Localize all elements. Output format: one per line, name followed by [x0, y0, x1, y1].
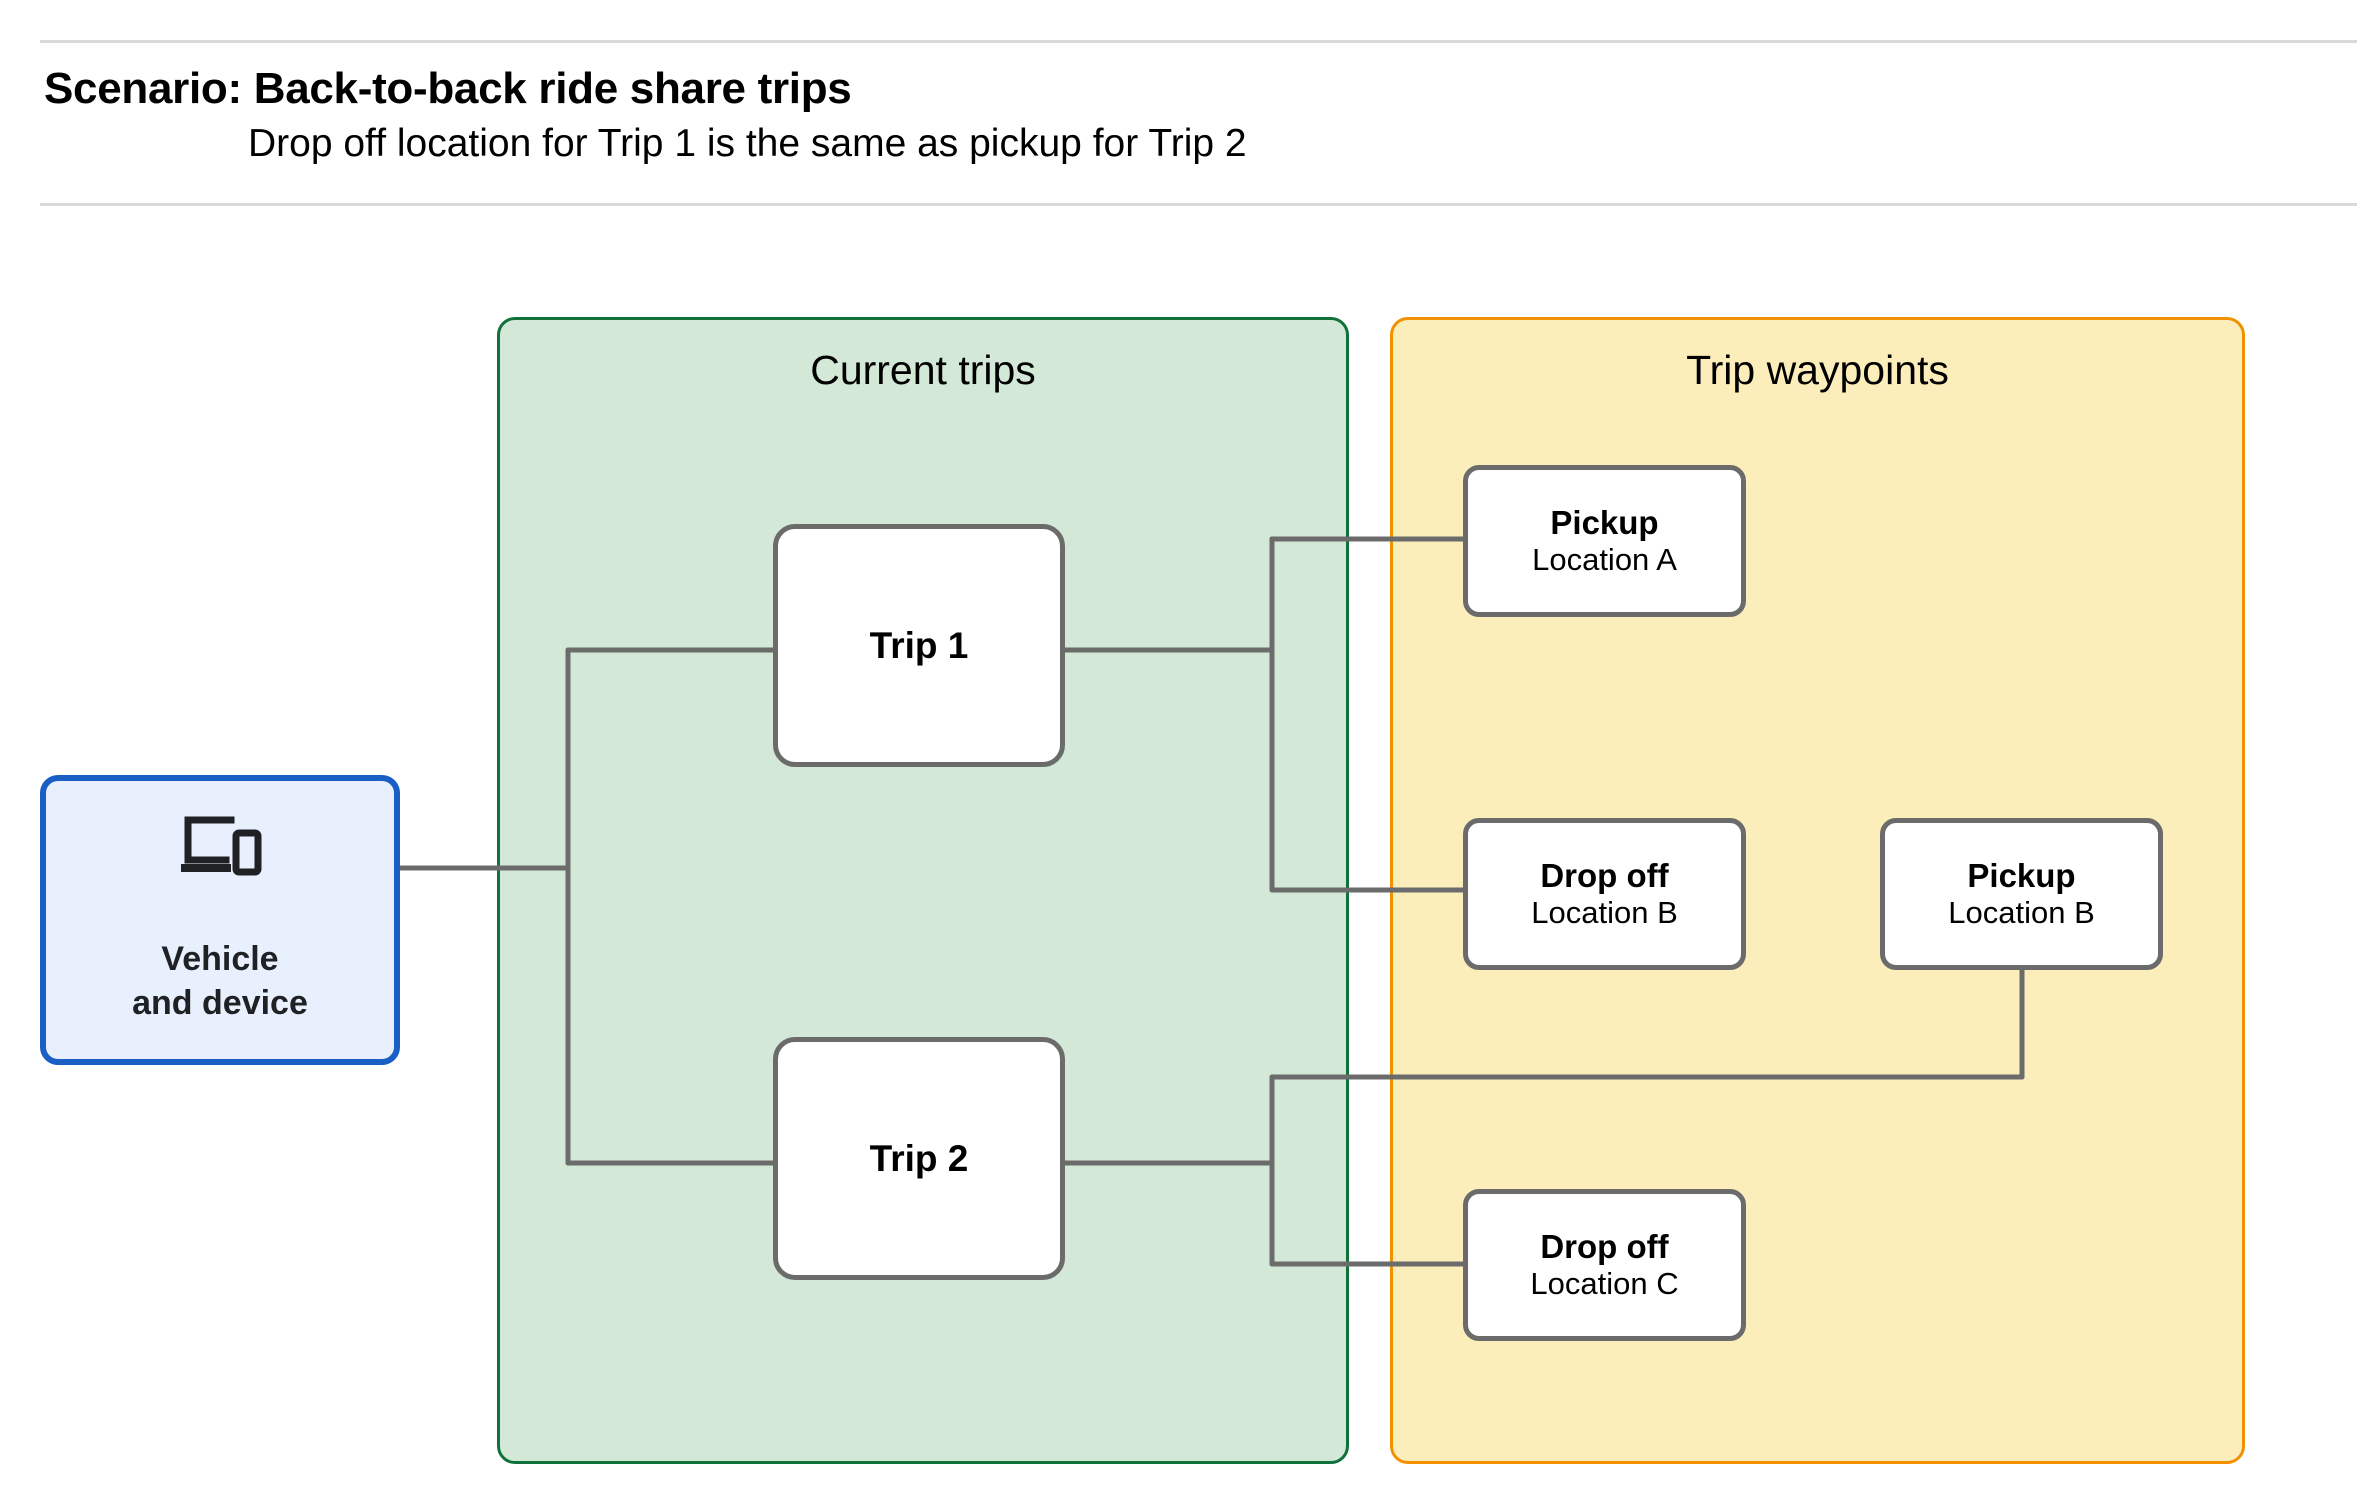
waypoint-kind: Drop off [1540, 1227, 1669, 1265]
waypoint-kind: Pickup [1967, 856, 2076, 894]
node-vehicle-label-line-2: and device [132, 984, 308, 1022]
node-waypoint-dropoff-location-b[interactable]: Drop off Location B [1463, 818, 1746, 970]
waypoint-location: Location B [1531, 895, 1678, 931]
waypoint-location: Location C [1530, 1266, 1679, 1302]
node-trip-2[interactable]: Trip 2 [773, 1037, 1065, 1280]
node-trip-2-label: Trip 2 [869, 1137, 969, 1179]
waypoint-location: Location B [1948, 895, 2095, 931]
page-title: Scenario: Back-to-back ride share trips [44, 64, 852, 113]
node-waypoint-pickup-location-b[interactable]: Pickup Location B [1880, 818, 2163, 970]
page-subtitle: Drop off location for Trip 1 is the same… [248, 122, 1247, 165]
node-vehicle-label: Vehicle and device [132, 938, 308, 1025]
node-waypoint-pickup-location-a[interactable]: Pickup Location A [1463, 465, 1746, 617]
node-trip-1-label: Trip 1 [869, 624, 969, 666]
header-divider-top [40, 40, 2357, 43]
header-divider-bottom [40, 203, 2357, 206]
panel-trip-waypoints-title: Trip waypoints [1686, 347, 1949, 393]
header: Scenario: Back-to-back ride share trips … [0, 0, 2357, 210]
waypoint-kind: Pickup [1550, 503, 1659, 541]
panel-current-trips: Current trips [497, 317, 1349, 1464]
devices-icon [181, 816, 262, 876]
node-trip-1[interactable]: Trip 1 [773, 524, 1065, 767]
waypoint-location: Location A [1532, 542, 1677, 578]
node-vehicle-and-device[interactable]: Vehicle and device [40, 775, 400, 1065]
node-vehicle-label-line-1: Vehicle [161, 940, 279, 979]
waypoint-kind: Drop off [1540, 856, 1669, 894]
panel-current-trips-title: Current trips [810, 347, 1036, 393]
node-waypoint-dropoff-location-c[interactable]: Drop off Location C [1463, 1189, 1746, 1341]
